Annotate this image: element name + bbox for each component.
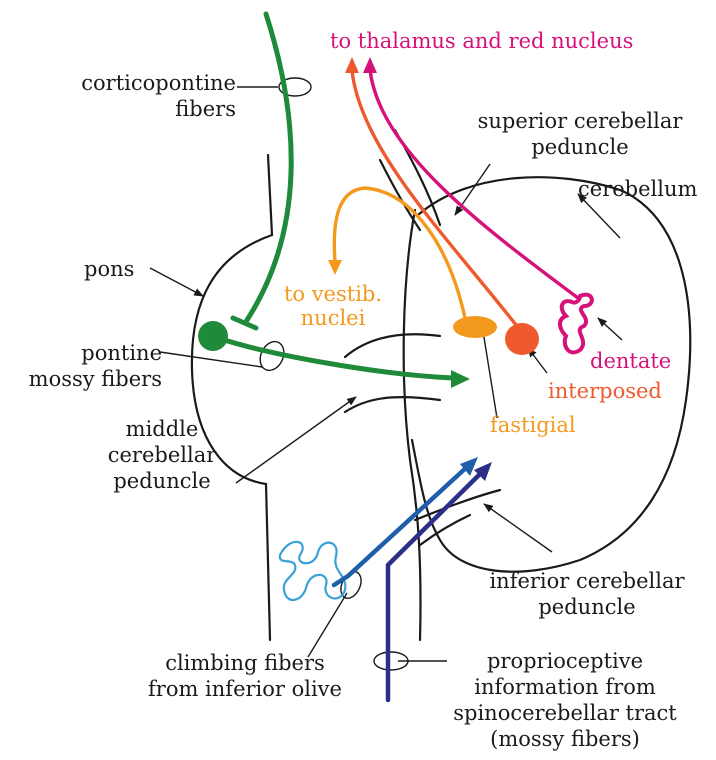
label-corticopontine-2: fibers xyxy=(44,98,236,121)
label-dentate: dentate xyxy=(590,350,671,373)
label-climbing-2: from inferior olive xyxy=(140,678,350,701)
label-fastigial: fastigial xyxy=(490,414,576,437)
label-proprio-2: information from xyxy=(430,676,700,699)
label-inferior-1: inferior cerebellar xyxy=(472,570,702,593)
label-corticopontine-1: corticopontine xyxy=(44,72,236,95)
label-proprio-4: (mossy fibers) xyxy=(430,728,700,751)
label-superior-1: superior cerebellar xyxy=(455,110,705,133)
label-middle-2: cerebellar xyxy=(92,444,232,467)
label-middle-1: middle xyxy=(92,418,232,441)
label-thalamus: to thalamus and red nucleus xyxy=(330,30,633,53)
label-interposed: interposed xyxy=(548,380,662,403)
label-to-vestib-2: nuclei xyxy=(278,307,388,330)
label-climbing-1: climbing fibers xyxy=(140,652,350,675)
label-cerebellum: cerebellum xyxy=(578,178,697,201)
label-inferior-2: peduncle xyxy=(472,596,702,619)
label-pontine-2: mossy fibers xyxy=(20,368,162,391)
label-proprio-3: spinocerebellar tract xyxy=(430,702,700,725)
label-superior-2: peduncle xyxy=(455,136,705,159)
label-pontine-1: pontine xyxy=(20,342,162,365)
label-middle-3: peduncle xyxy=(92,470,232,493)
label-proprio-1: proprioceptive xyxy=(430,650,700,673)
label-pons: pons xyxy=(84,258,134,281)
label-to-vestib-1: to vestib. xyxy=(278,283,388,306)
